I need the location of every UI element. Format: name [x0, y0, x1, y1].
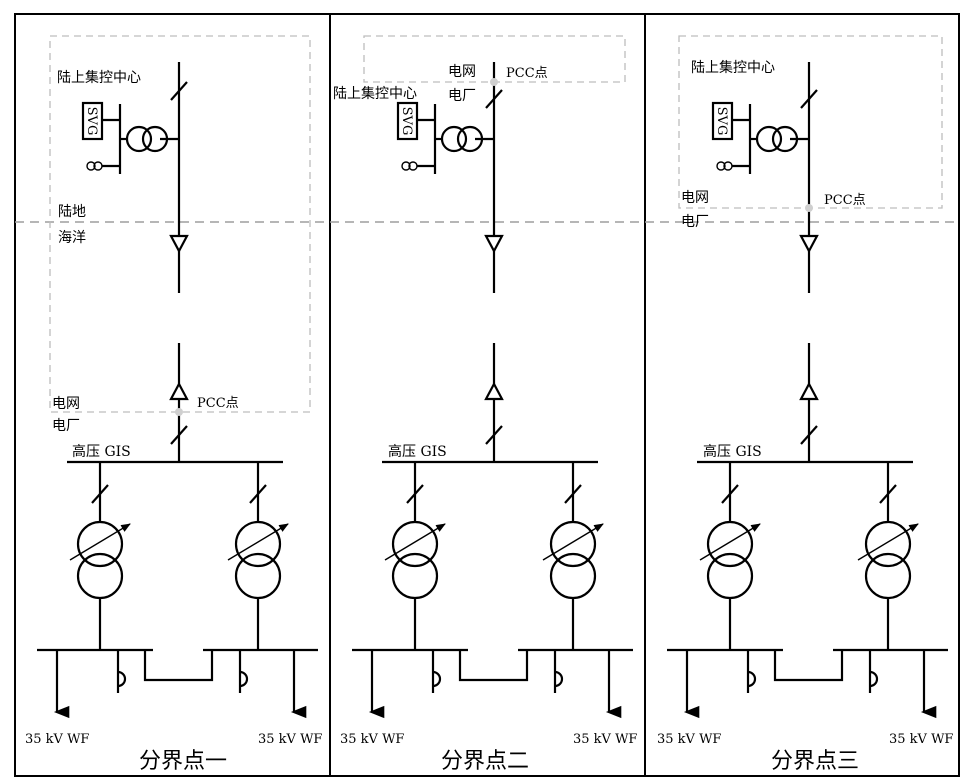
grounding-transformer-right: [239, 670, 249, 688]
transformer-secondary-left: [706, 552, 754, 600]
breaker-slash: [721, 484, 739, 504]
panel-3: 陆上集控中心 SVG 电网 电厂 PCC点 高压 GIS: [657, 35, 953, 774]
cable-termination-bottom: [799, 381, 819, 401]
onshore-transformer-coil-b: [771, 125, 799, 153]
transformer-primary-right: [234, 520, 282, 568]
panel-2: 陆上集控中心 电网 电厂 PCC点 SVG 高压 GIS: [333, 35, 637, 774]
svg-box: [711, 101, 734, 141]
pcc-point: [805, 204, 813, 212]
reactor-coil-b: [723, 161, 733, 171]
grid-label: 电网: [681, 190, 709, 206]
plant-label: 电厂: [448, 88, 476, 104]
ocean-label: 海洋: [58, 230, 86, 246]
wf-label-right: 35 kV WF: [889, 732, 953, 747]
adjustable-tap-arrow: [384, 523, 446, 561]
onshore-transformer-coil-b: [456, 125, 484, 153]
panel-caption: 分界点一: [139, 749, 227, 774]
breaker-slash: [91, 484, 109, 504]
transformer-secondary-right: [549, 552, 597, 600]
cable-termination-top: [799, 234, 819, 254]
transformer-primary-left: [76, 520, 124, 568]
transformer-secondary-right: [864, 552, 912, 600]
adjustable-tap-arrow: [857, 523, 919, 561]
hv-gis-label: 高压 GIS: [388, 443, 447, 460]
adjustable-tap-arrow: [699, 523, 761, 561]
pcc-point: [175, 408, 183, 416]
cable-termination-bottom: [484, 381, 504, 401]
bus-tie: [458, 650, 529, 682]
panel-caption: 分界点三: [771, 749, 859, 774]
wf-label-left: 35 kV WF: [657, 732, 721, 747]
transformer-secondary-right: [234, 552, 282, 600]
breaker-slash: [800, 89, 818, 109]
adjustable-tap-arrow: [69, 523, 131, 561]
hv-gis-label: 高压 GIS: [703, 443, 762, 460]
bus-tie: [773, 650, 844, 682]
onshore-center-label: 陆上集控中心: [691, 59, 775, 76]
reactor-coil-b: [408, 161, 418, 171]
pcc-label: PCC点: [197, 396, 239, 411]
wf-label-left: 35 kV WF: [340, 732, 404, 747]
breaker-slash: [564, 484, 582, 504]
svg-label: SVG: [714, 107, 729, 136]
grounding-transformer-left: [432, 670, 442, 688]
transformer-secondary-left: [76, 552, 124, 600]
cable-termination-top: [169, 234, 189, 254]
grounding-transformer-right: [869, 670, 879, 688]
reactor-coil-a: [716, 161, 726, 171]
panel-1: 陆上集控中心 SVG 陆地 海洋 PCC点 电网 电厂 高压 GIS: [25, 35, 322, 774]
breaker-slash: [879, 484, 897, 504]
svg-label: SVG: [399, 107, 414, 136]
cable-termination-top: [484, 234, 504, 254]
plant-scope-box: [363, 35, 626, 83]
transformer-primary-left: [706, 520, 754, 568]
onshore-center-label: 陆上集控中心: [57, 69, 141, 86]
onshore-center-label: 陆上集控中心: [333, 85, 417, 102]
plant-label: 电厂: [681, 214, 709, 230]
panel-caption: 分界点二: [441, 749, 529, 774]
wf-label-right: 35 kV WF: [573, 732, 637, 747]
transformer-primary-right: [549, 520, 597, 568]
svg-label: SVG: [84, 107, 99, 136]
adjustable-tap-arrow: [227, 523, 289, 561]
breaker-slash: [485, 425, 503, 445]
transformer-primary-right: [864, 520, 912, 568]
reactor-coil-a: [86, 161, 96, 171]
plant-label: 电厂: [52, 418, 80, 434]
transformer-secondary-left: [391, 552, 439, 600]
breaker-slash: [800, 425, 818, 445]
grounding-transformer-right: [554, 670, 564, 688]
bus-tie: [143, 650, 214, 682]
breaker-slash: [249, 484, 267, 504]
breaker-slash: [406, 484, 424, 504]
breaker-slash: [485, 89, 503, 109]
svg-box: [81, 101, 104, 141]
svg-box: [396, 101, 419, 141]
pcc-label: PCC点: [506, 66, 548, 81]
breaker-slash: [170, 425, 188, 445]
cable-termination-bottom: [169, 381, 189, 401]
breaker-slash: [170, 81, 188, 101]
plant-scope-box: [678, 35, 943, 209]
transformer-primary-left: [391, 520, 439, 568]
plant-scope-box: [49, 35, 311, 413]
land-label: 陆地: [58, 204, 86, 220]
grid-label: 电网: [52, 396, 80, 412]
adjustable-tap-arrow: [542, 523, 604, 561]
onshore-transformer-coil-b: [141, 125, 169, 153]
pcc-label: PCC点: [824, 193, 866, 208]
grounding-transformer-left: [117, 670, 127, 688]
pcc-point: [490, 78, 498, 86]
grounding-transformer-left: [747, 670, 757, 688]
reactor-coil-b: [93, 161, 103, 171]
wf-label-left: 35 kV WF: [25, 732, 89, 747]
wf-label-right: 35 kV WF: [258, 732, 322, 747]
outer-frame: [14, 13, 960, 777]
reactor-coil-a: [401, 161, 411, 171]
grid-label: 电网: [448, 64, 476, 80]
hv-gis-label: 高压 GIS: [72, 443, 131, 460]
